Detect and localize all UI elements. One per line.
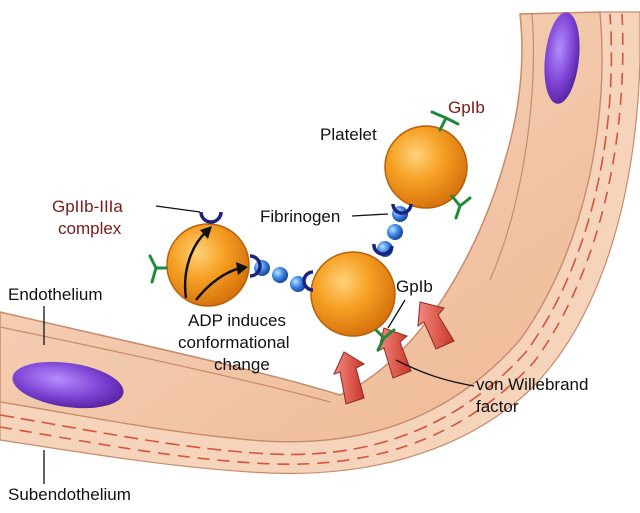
gpiib-receptor-icon <box>372 243 394 256</box>
leader-lines <box>43 205 475 484</box>
subendothelium-layer <box>0 11 640 475</box>
platelet-bottom <box>302 243 396 352</box>
gpiib-receptor-icon <box>391 203 413 215</box>
fibrinogen-chain-left <box>254 260 306 292</box>
label-endothelium: Endothelium <box>8 285 103 304</box>
gpiib-receptor-icon <box>302 270 314 292</box>
vwf-arrow <box>417 301 455 350</box>
endothelium-edge <box>489 13 534 281</box>
gpib-receptor-icon <box>148 254 168 284</box>
label-vwf-line2: factor <box>476 397 519 416</box>
fibrinogen-bead <box>387 224 403 240</box>
adp-arrow <box>183 231 207 299</box>
endothelium-edge <box>0 326 331 403</box>
gpib-receptor-icon <box>374 328 396 352</box>
label-adp-line3: change <box>214 355 270 374</box>
fibrinogen-bead <box>290 276 306 292</box>
gpib-receptor-icon <box>430 110 460 132</box>
adp-arrow-head <box>236 262 248 275</box>
leader-gpib-bottom <box>387 299 406 329</box>
platelet-body <box>166 223 250 307</box>
label-adp-line1: ADP induces <box>188 311 286 330</box>
leader-fibrinogen <box>351 213 389 217</box>
subendothelium-fiber <box>0 13 624 466</box>
gpib-receptor-icon <box>450 194 472 220</box>
leader-gpiib <box>155 205 201 213</box>
adp-arrow-head <box>200 226 212 239</box>
label-gpiib-line2: complex <box>58 219 122 238</box>
platelet-left <box>148 211 262 307</box>
label-adp-line2: conformational <box>178 333 290 352</box>
vessel-wall <box>0 11 640 475</box>
label-fibrinogen: Fibrinogen <box>260 207 340 226</box>
label-vwf-line1: von Willebrand <box>476 375 588 394</box>
label-gpiib-line1: GpIIb-IIIa <box>52 197 123 216</box>
adp-arrow <box>195 266 241 301</box>
platelet-body <box>384 125 468 209</box>
vwf-arrow <box>333 351 366 405</box>
subendothelium-fiber <box>0 13 613 456</box>
gpiib-receptor-icon <box>249 254 262 278</box>
leader-vwf <box>395 359 475 387</box>
platelet-top <box>384 110 472 220</box>
label-gpib-bottom: GpIb <box>396 277 433 296</box>
label-subendothelium: Subendothelium <box>8 485 131 504</box>
gpiib-receptor-icon <box>199 211 223 224</box>
vwf-group <box>333 301 455 405</box>
platelet-body <box>310 251 396 337</box>
label-gpib-top: GpIb <box>448 98 485 117</box>
label-platelet: Platelet <box>320 125 377 144</box>
endothelial-nucleus <box>12 361 124 409</box>
fibrinogen-bead <box>272 267 288 283</box>
watermark: 知乎用户 <box>546 482 606 500</box>
endothelial-nucleus <box>544 12 580 104</box>
